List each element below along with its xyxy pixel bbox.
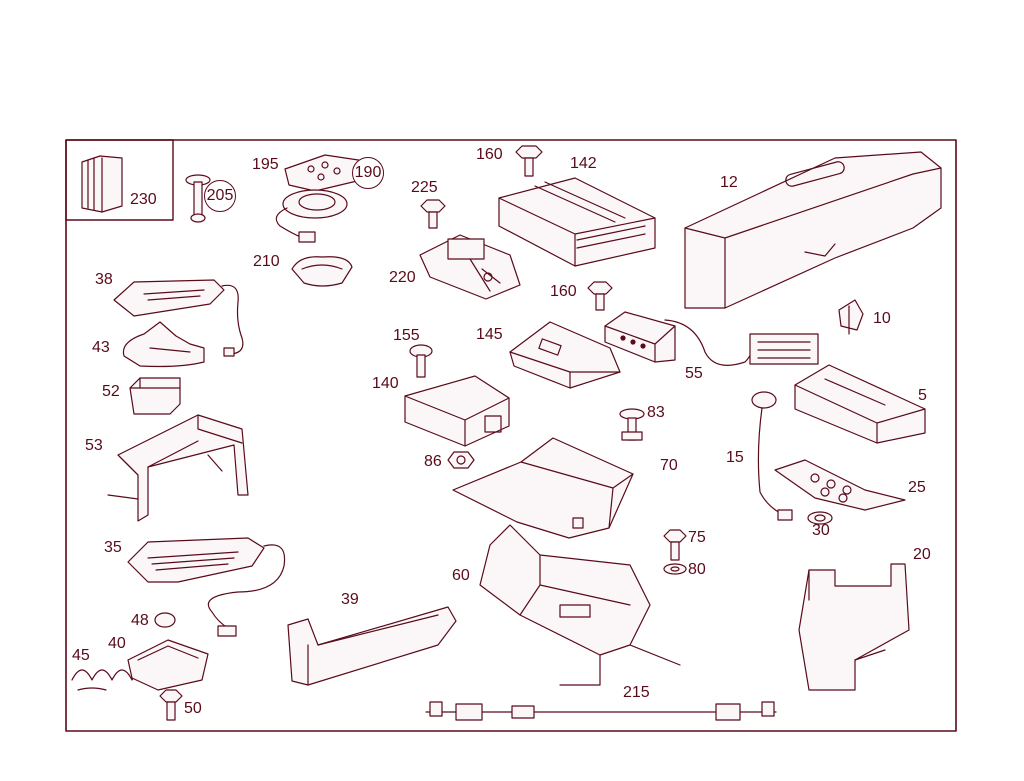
part-225-bolt xyxy=(420,199,446,229)
label-230: 230 xyxy=(130,191,157,208)
label-39: 39 xyxy=(341,591,359,608)
part-5-box xyxy=(794,364,926,444)
part-190-switch-module xyxy=(275,189,348,243)
part-50-screw xyxy=(159,689,183,721)
inset-box-230 xyxy=(65,139,174,221)
part-43-cradle xyxy=(122,321,205,368)
part-38-handset xyxy=(113,279,244,357)
part-160-bolt-2 xyxy=(587,281,613,311)
label-80: 80 xyxy=(688,561,706,578)
part-48-grommet xyxy=(154,612,176,628)
label-5: 5 xyxy=(918,387,927,404)
label-30: 30 xyxy=(812,522,830,539)
label-15: 15 xyxy=(726,449,744,466)
label-190-circled: 190 xyxy=(352,157,384,189)
part-83-screw xyxy=(619,408,645,441)
part-86-nut xyxy=(447,451,475,469)
part-140-module xyxy=(404,375,510,447)
part-160-bolt xyxy=(515,145,543,177)
label-142: 142 xyxy=(570,155,597,172)
label-215: 215 xyxy=(623,684,650,701)
part-10-clip xyxy=(838,299,864,335)
part-35-handset xyxy=(127,537,286,637)
part-142-control-unit xyxy=(498,177,656,267)
label-140: 140 xyxy=(372,375,399,392)
part-12-cover xyxy=(684,151,942,309)
label-40: 40 xyxy=(108,635,126,652)
part-15-cable xyxy=(751,391,793,521)
label-210: 210 xyxy=(253,253,280,270)
label-155: 155 xyxy=(393,327,420,344)
label-75: 75 xyxy=(688,529,706,546)
label-70: 70 xyxy=(660,457,678,474)
label-38: 38 xyxy=(95,271,113,288)
label-220: 220 xyxy=(389,269,416,286)
part-connector-block xyxy=(749,333,819,365)
label-160-mid: 160 xyxy=(550,283,577,300)
part-55-connector xyxy=(604,311,756,366)
part-145-module xyxy=(509,321,621,389)
part-205-pin xyxy=(185,174,211,223)
label-160-top: 160 xyxy=(476,146,503,163)
label-86: 86 xyxy=(424,453,442,470)
label-60: 60 xyxy=(452,567,470,584)
label-52: 52 xyxy=(102,383,120,400)
part-39-base xyxy=(287,606,457,686)
part-53-bracket xyxy=(107,414,249,522)
part-52-bracket xyxy=(129,377,181,415)
part-30-grommet xyxy=(807,511,833,525)
diagram-frame xyxy=(65,139,957,732)
label-83: 83 xyxy=(647,404,665,421)
label-53: 53 xyxy=(85,437,103,454)
label-145: 145 xyxy=(476,326,503,343)
part-60-carrier xyxy=(479,524,681,686)
part-80-washer xyxy=(663,563,687,575)
label-48: 48 xyxy=(131,612,149,629)
label-43: 43 xyxy=(92,339,110,356)
part-40-cup xyxy=(127,639,209,691)
label-225: 225 xyxy=(411,179,438,196)
label-55: 55 xyxy=(685,365,703,382)
part-210-lens xyxy=(291,256,353,287)
label-205-circled: 205 xyxy=(204,180,236,212)
part-20-bracket xyxy=(798,563,910,691)
label-25: 25 xyxy=(908,479,926,496)
part-75-bolt xyxy=(663,529,687,561)
part-25-plate xyxy=(774,459,906,511)
part-220-holder xyxy=(419,234,521,300)
label-10: 10 xyxy=(873,310,891,327)
part-230-manual xyxy=(81,155,123,213)
part-70-tray xyxy=(452,437,634,539)
part-155-screw xyxy=(409,344,433,378)
part-215-cable xyxy=(425,701,777,721)
label-20: 20 xyxy=(913,546,931,563)
label-12: 12 xyxy=(720,174,738,191)
label-35: 35 xyxy=(104,539,122,556)
label-195: 195 xyxy=(252,156,279,173)
label-45: 45 xyxy=(72,647,90,664)
label-50: 50 xyxy=(184,700,202,717)
